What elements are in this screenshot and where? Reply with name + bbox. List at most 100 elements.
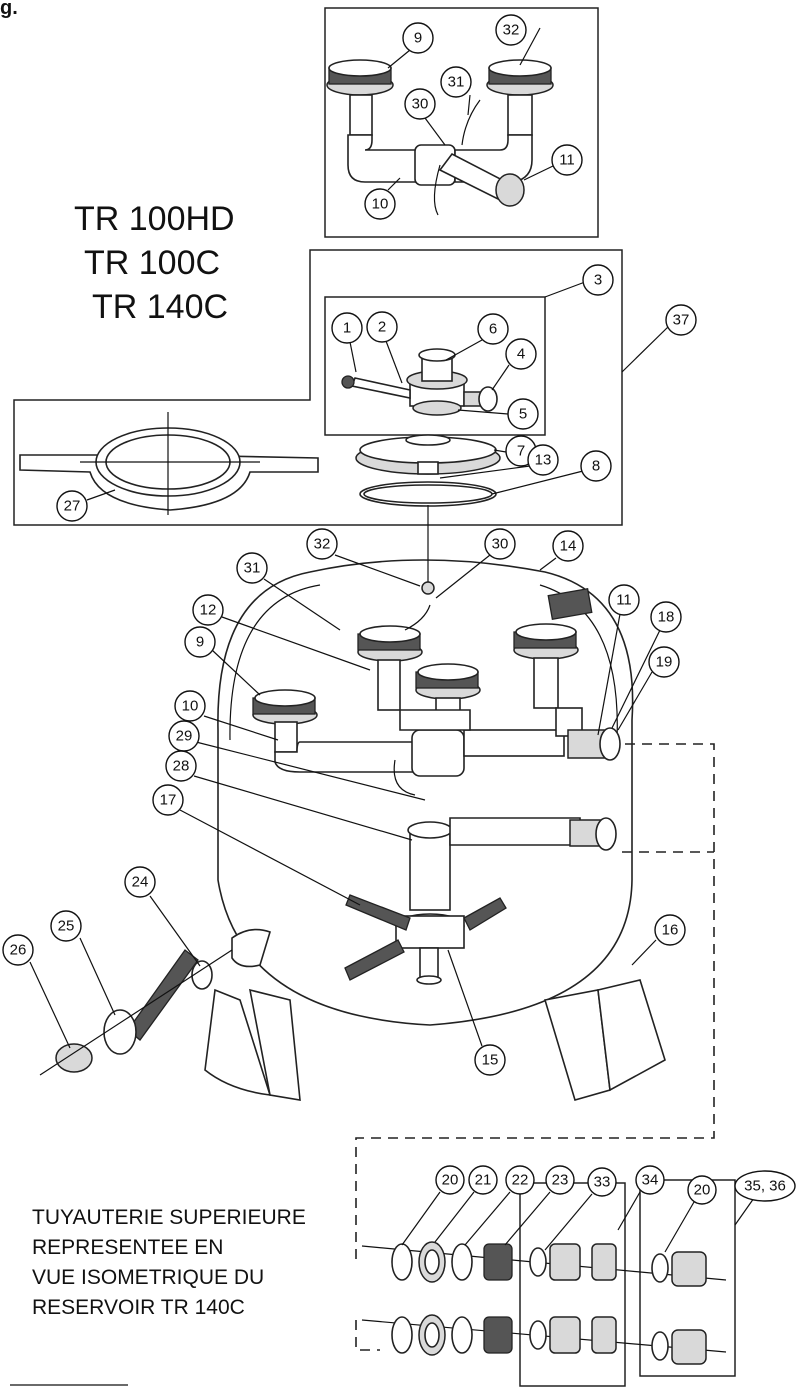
svg-text:11: 11 [616, 592, 632, 609]
svg-text:34: 34 [642, 1172, 659, 1189]
callout-6: 6 [477, 313, 509, 345]
callout-11-top: 11 [551, 144, 583, 176]
svg-text:17: 17 [160, 792, 177, 809]
svg-text:1: 1 [343, 320, 351, 337]
connection-line-upper [355, 743, 715, 1265]
callout-26: 26 [2, 934, 34, 966]
svg-text:9: 9 [196, 634, 204, 651]
svg-text:21: 21 [475, 1172, 492, 1189]
callout-27: 27 [56, 490, 88, 522]
callout-11: 11 [608, 584, 640, 616]
callout-3: 3 [582, 264, 614, 296]
callout-31: 31 [236, 552, 268, 584]
svg-text:28: 28 [173, 758, 190, 775]
callout-21: 21 [468, 1165, 498, 1195]
callout-30-top: 30 [404, 88, 436, 120]
upper-manifold-inset [324, 7, 599, 238]
callout-25: 25 [50, 910, 82, 942]
svg-text:20: 20 [694, 1182, 711, 1199]
svg-text:13: 13 [535, 452, 552, 469]
svg-text:23: 23 [552, 1172, 569, 1189]
svg-text:19: 19 [656, 654, 673, 671]
bulkhead-fittings [361, 1179, 736, 1387]
svg-text:22: 22 [512, 1172, 529, 1189]
tank-upper-laterals [252, 604, 621, 796]
callout-18: 18 [650, 601, 682, 633]
callout-5: 5 [507, 398, 539, 430]
svg-text:3: 3 [594, 272, 602, 289]
model-name-1: TR 100HD [74, 200, 235, 238]
svg-text:10: 10 [372, 196, 389, 213]
tank-lower-collector [344, 817, 617, 985]
svg-text:10: 10 [182, 698, 199, 715]
svg-text:26: 26 [10, 942, 27, 959]
svg-text:16: 16 [662, 922, 679, 939]
callout-31-top: 31 [440, 66, 472, 98]
lateral-right [486, 59, 554, 136]
callout-33: 33 [587, 1167, 617, 1197]
callout-32-top: 32 [495, 14, 527, 46]
callout-20-a: 20 [435, 1165, 465, 1195]
callout-13: 13 [527, 444, 559, 476]
svg-text:25: 25 [58, 918, 75, 935]
svg-text:29: 29 [176, 728, 193, 745]
svg-text:12: 12 [200, 602, 217, 619]
svg-text:30: 30 [492, 536, 509, 553]
drain-assembly [39, 928, 271, 1076]
lateral-left [326, 59, 394, 136]
callout-9-top: 9 [402, 22, 434, 54]
svg-text:37: 37 [673, 312, 690, 329]
callout-22: 22 [505, 1165, 535, 1195]
svg-text:35, 36: 35, 36 [744, 1178, 786, 1195]
svg-text:9: 9 [414, 30, 422, 47]
svg-text:14: 14 [560, 538, 577, 555]
callout-35-36: 35, 36 [734, 1170, 796, 1202]
svg-text:6: 6 [489, 321, 497, 338]
svg-text:5: 5 [519, 406, 527, 423]
note-line-1: TUYAUTERIE SUPERIEURE [32, 1206, 306, 1229]
svg-text:32: 32 [314, 536, 331, 553]
callout-32: 32 [306, 528, 338, 560]
callout-28: 28 [165, 750, 197, 782]
callout-34: 34 [635, 1165, 665, 1195]
svg-text:30: 30 [412, 96, 429, 113]
callout-10-top: 10 [364, 188, 396, 220]
svg-text:27: 27 [64, 498, 81, 515]
svg-text:2: 2 [378, 319, 386, 336]
header-fragment: g. [0, 0, 18, 19]
callout-20-b: 20 [687, 1175, 717, 1205]
callout-2: 2 [366, 311, 398, 343]
model-name-3: TR 140C [92, 288, 228, 326]
callout-30: 30 [484, 528, 516, 560]
callout-4: 4 [505, 338, 537, 370]
note-line-4: RESERVOIR TR 140C [32, 1296, 245, 1319]
svg-text:31: 31 [448, 74, 465, 91]
callout-14: 14 [552, 530, 584, 562]
connection-line-bottom [355, 1320, 380, 1351]
svg-text:8: 8 [592, 458, 600, 475]
callout-29: 29 [168, 720, 200, 752]
callout-10: 10 [174, 690, 206, 722]
callout-24: 24 [124, 866, 156, 898]
svg-text:24: 24 [132, 874, 149, 891]
svg-text:31: 31 [244, 560, 261, 577]
svg-text:18: 18 [658, 609, 675, 626]
callout-9: 9 [184, 626, 216, 658]
svg-text:11: 11 [559, 152, 575, 169]
callout-1: 1 [331, 312, 363, 344]
filter-tank [204, 505, 666, 1101]
callout-23: 23 [545, 1165, 575, 1195]
svg-text:20: 20 [442, 1172, 459, 1189]
callout-15: 15 [474, 1044, 506, 1076]
svg-text:15: 15 [482, 1052, 499, 1069]
note-line-2: REPRESENTEE EN [32, 1236, 223, 1259]
callout-12: 12 [192, 594, 224, 626]
svg-text:4: 4 [517, 346, 525, 363]
callouts: 9 32 31 30 11 10 3 37 1 2 6 4 5 7 13 8 2… [2, 14, 796, 1253]
multiport-valve-inset [13, 249, 623, 526]
callout-37: 37 [665, 304, 697, 336]
callout-8: 8 [580, 450, 612, 482]
svg-text:32: 32 [503, 22, 520, 39]
callout-16: 16 [654, 914, 686, 946]
svg-text:33: 33 [594, 1174, 611, 1191]
